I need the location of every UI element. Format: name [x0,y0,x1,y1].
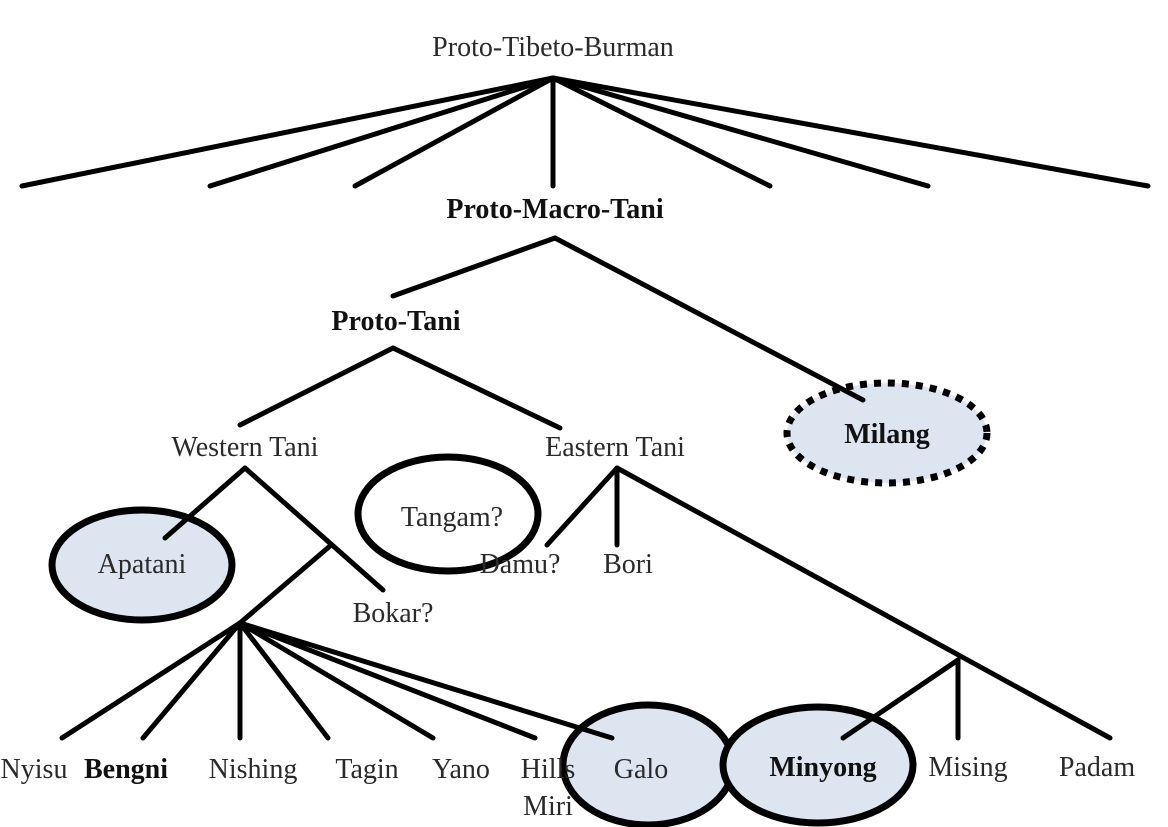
highlight-minyong [719,703,917,827]
node-proto-tani: Proto-Tani [331,306,460,337]
leaf-nishing: Nishing [209,754,298,785]
leaf-minyong: Minyong [769,752,876,783]
highlight-tangam [354,453,542,575]
node-tangam: Tangam? [401,502,503,533]
leaf-padam: Padam [1059,752,1135,783]
leaf-nyisu: Nyisu [1,754,68,785]
leaf-yano: Yano [432,754,490,785]
node-proto-tibeto-burman: Proto-Tibeto-Burman [432,32,674,63]
node-bori: Bori [603,549,653,580]
highlight-apatani [48,506,236,624]
node-western-tani: Western Tani [172,432,319,463]
leaf-miri: Miri [523,791,573,822]
leaf-mising: Mising [928,752,1007,783]
leaf-hills: Hills [521,754,575,785]
leaf-bengni: Bengni [84,754,168,785]
leaf-tagin: Tagin [335,754,398,785]
highlight-milang [783,379,991,487]
branch-lines [19,75,1151,741]
node-eastern-tani: Eastern Tani [545,432,685,463]
node-proto-macro-tani: Proto-Macro-Tani [446,194,663,225]
node-milang: Milang [844,419,930,450]
node-apatani: Apatani [98,549,187,580]
node-damu: Damu? [480,549,561,580]
node-bokar: Bokar? [353,598,434,629]
leaf-galo: Galo [614,754,668,785]
